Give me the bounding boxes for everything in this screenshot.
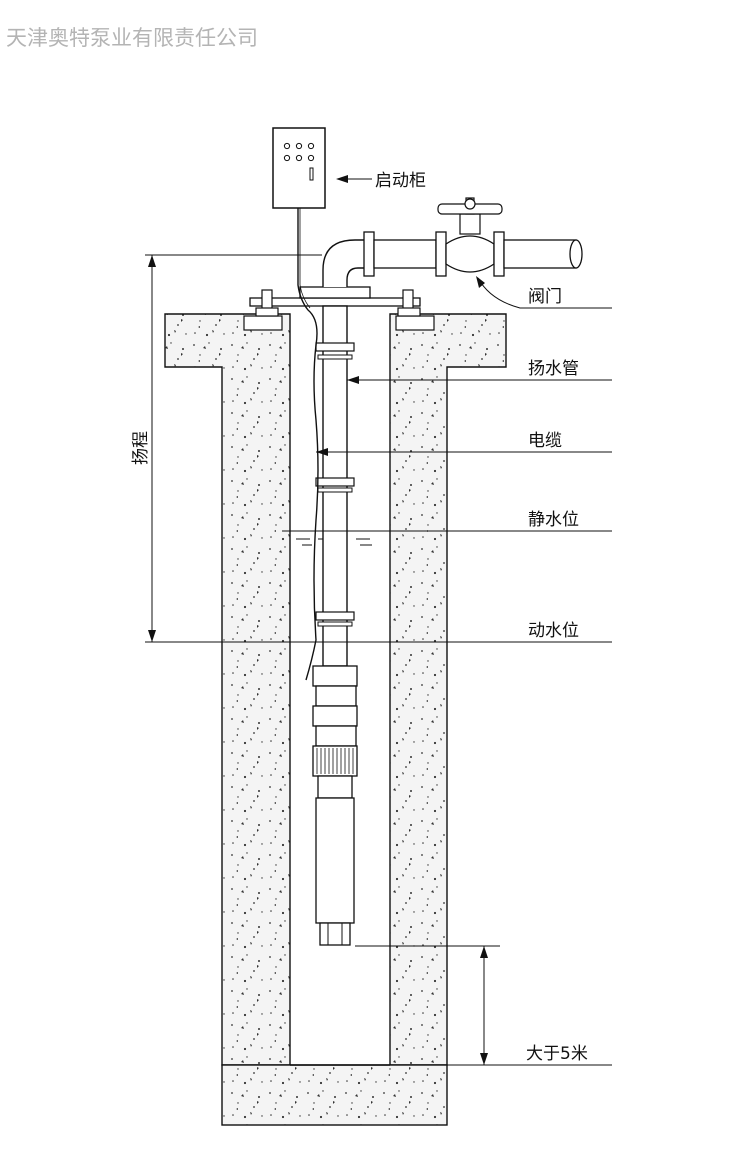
power-cable [297,208,319,681]
riser-pipe [315,305,355,667]
lift-head-label: 扬程 [131,431,151,465]
concrete-well [164,313,507,1126]
callouts [282,175,612,532]
valve-label: 阀门 [528,287,562,307]
control-cabinet [272,127,326,209]
cable-label: 电缆 [528,431,562,451]
depth-dimension [355,945,612,1066]
depth-note-label: 大于5米 [526,1044,588,1064]
base-plate [243,286,435,331]
lift-head-dimension [145,254,612,643]
control-cabinet-label: 启动柜 [375,171,426,191]
static-water-level-label: 静水位 [528,510,579,530]
company-watermark: 天津奥特泵业有限责任公司 [6,26,258,50]
riser-pipe-label: 扬水管 [528,359,579,379]
dynamic-water-level-label: 动水位 [528,621,579,641]
discharge-pipe [322,197,583,287]
submersible-pump [312,665,358,946]
